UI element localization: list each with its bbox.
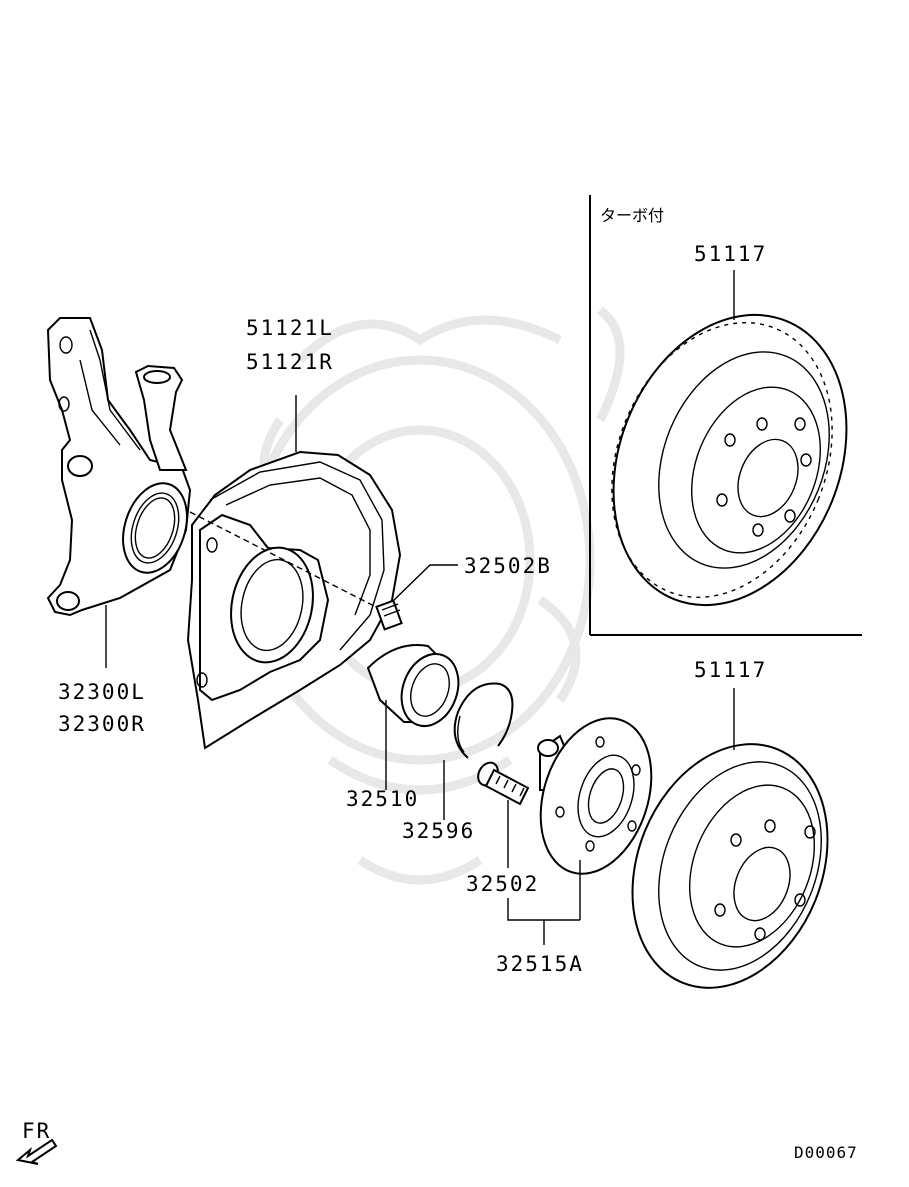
inset-frame [589, 195, 862, 636]
wheel-hub [507, 717, 653, 945]
steering-knuckle [46, 317, 192, 668]
diagram-code: D00067 [794, 1143, 858, 1162]
dust-cover [186, 395, 402, 750]
label-32300L: 32300L [58, 680, 146, 704]
dust-cover-bolt [375, 564, 458, 631]
brake-rotor-vented [611, 270, 848, 607]
label-51117: 51117 [694, 658, 767, 682]
label-32596: 32596 [402, 819, 475, 843]
snap-ring [443, 682, 514, 820]
label-51117-inset: 51117 [694, 242, 767, 266]
label-51121L: 51121L [246, 316, 334, 340]
hub-bolt [477, 761, 530, 868]
label-32300R: 32300R [58, 712, 146, 736]
inset-note: ターボ付 [600, 206, 664, 225]
label-32515A: 32515A [496, 952, 584, 976]
brake-rotor [631, 688, 829, 989]
direction-label: FR [22, 1119, 51, 1143]
label-32510: 32510 [346, 787, 419, 811]
wheel-bearing [366, 644, 460, 790]
label-32502: 32502 [466, 872, 539, 896]
label-32502B: 32502B [464, 554, 552, 578]
direction-arrow-icon [15, 1138, 58, 1165]
label-51121R: 51121R [246, 350, 334, 374]
